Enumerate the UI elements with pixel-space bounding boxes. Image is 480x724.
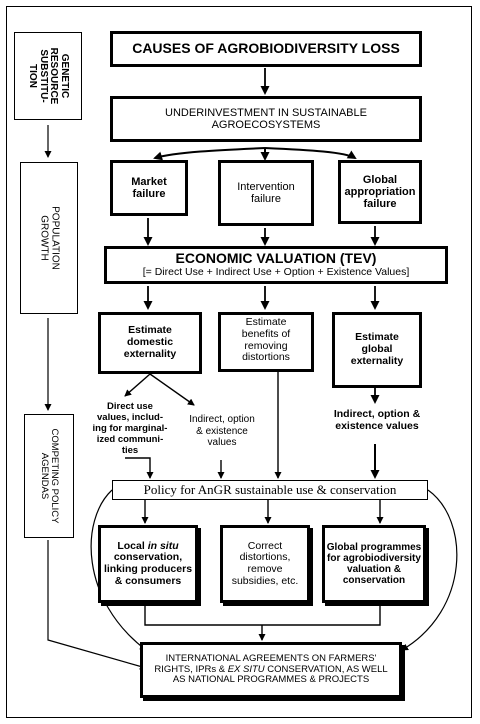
domestic-externality-label: Estimate domestic externality bbox=[123, 324, 177, 360]
genetic-resource-label: GENETIC RESOURCE SUBSTITU- TION bbox=[27, 47, 71, 105]
arrow-competing-to-agreements bbox=[47, 540, 147, 670]
intervention-failure-label: Intervention failure bbox=[237, 180, 295, 205]
arrow-domestic-to-indirect bbox=[149, 373, 195, 406]
local-in-situ-label: Local in situ conservation, linking prod… bbox=[103, 539, 193, 588]
indirect-values-left: Indirect, option & existence values bbox=[189, 414, 255, 448]
benefits-label: Estimate benefits of removing distortion… bbox=[241, 316, 291, 364]
domestic-externality-box: Estimate domestic externality bbox=[98, 312, 202, 374]
policy-box: Policy for AnGR sustainable use & conser… bbox=[112, 480, 428, 500]
competing-policy-box: COMPETING POLICY AGENDAS bbox=[24, 414, 74, 538]
in-situ-text: in situ bbox=[147, 539, 179, 552]
underinvestment-box: UNDERINVESTMENT IN SUSTAINABLE AGROECOSY… bbox=[110, 96, 422, 142]
competing-policy-label: COMPETING POLICY AGENDAS bbox=[39, 428, 60, 524]
direct-use-values: Direct use values, includ- ing for margi… bbox=[92, 402, 168, 456]
indirect-values-right: Indirect, option & existence values bbox=[333, 408, 421, 433]
title-box: CAUSES OF AGROBIODIVERSITY LOSS bbox=[110, 31, 422, 67]
underinvestment-label: UNDERINVESTMENT IN SUSTAINABLE AGROECOSY… bbox=[165, 106, 367, 131]
agreements-line1: INTERNATIONAL AGREEMENTS ON FARMERS' bbox=[165, 653, 377, 665]
intervention-failure-box: Intervention failure bbox=[218, 160, 314, 226]
policy-label: Policy for AnGR sustainable use & conser… bbox=[143, 481, 397, 497]
page-title: CAUSES OF AGROBIODIVERSITY LOSS bbox=[132, 40, 400, 57]
tev-formula: [= Direct Use + Indirect Use + Option + … bbox=[142, 265, 410, 278]
arrow-to-global bbox=[264, 147, 357, 160]
global-failure-label: Global appropriation failure bbox=[344, 173, 416, 211]
bracket-actions bbox=[144, 606, 381, 626]
global-programmes-label: Global programmes for agrobiodiversity v… bbox=[326, 541, 422, 587]
agreements-line2: RIGHTS, IPRs & EX SITU CONSERVATION, AS … bbox=[154, 663, 388, 676]
correct-distortions-box: Correct distortions, remove subsidies, e… bbox=[220, 525, 310, 603]
tev-box: ECONOMIC VALUATION (TEV) [= Direct Use +… bbox=[104, 246, 448, 284]
population-growth-box: POPULATION GROWTH bbox=[20, 162, 78, 314]
diagram-frame bbox=[6, 6, 472, 718]
curve-policy-left bbox=[90, 489, 147, 651]
global-externality-box: Estimate global externality bbox=[332, 312, 422, 388]
ex-situ-text: EX SITU bbox=[227, 663, 265, 675]
agreements-line3: AS NATIONAL PROGRAMMES & PROJECTS bbox=[172, 674, 370, 686]
tev-title: ECONOMIC VALUATION (TEV) bbox=[175, 250, 377, 267]
arrow-to-market bbox=[153, 147, 266, 161]
arrow-domestic-to-direct bbox=[124, 373, 151, 397]
agreements-line2-prefix: RIGHTS, IPRs & bbox=[154, 663, 228, 675]
curve-policy-right bbox=[401, 489, 458, 651]
population-growth-label: POPULATION GROWTH bbox=[39, 206, 61, 270]
arrow-direct-to-policy bbox=[125, 457, 154, 479]
global-externality-label: Estimate global externality bbox=[350, 331, 404, 367]
agreements-box: INTERNATIONAL AGREEMENTS ON FARMERS' RIG… bbox=[140, 642, 402, 698]
global-failure-box: Global appropriation failure bbox=[338, 160, 422, 224]
agreements-line2-rest: CONSERVATION, AS WELL bbox=[264, 663, 388, 675]
local-rest: conservation, linking producers & consum… bbox=[103, 551, 193, 587]
local-in-situ-box: Local in situ conservation, linking prod… bbox=[98, 525, 198, 603]
market-failure-box: Market failure bbox=[110, 160, 188, 216]
local-prefix: Local bbox=[117, 539, 148, 552]
market-failure-label: Market failure bbox=[131, 175, 167, 200]
benefits-box: Estimate benefits of removing distortion… bbox=[218, 312, 314, 372]
genetic-resource-box: GENETIC RESOURCE SUBSTITU- TION bbox=[14, 32, 82, 120]
correct-distortions-label: Correct distortions, remove subsidies, e… bbox=[231, 539, 299, 587]
global-programmes-box: Global programmes for agrobiodiversity v… bbox=[322, 525, 426, 603]
